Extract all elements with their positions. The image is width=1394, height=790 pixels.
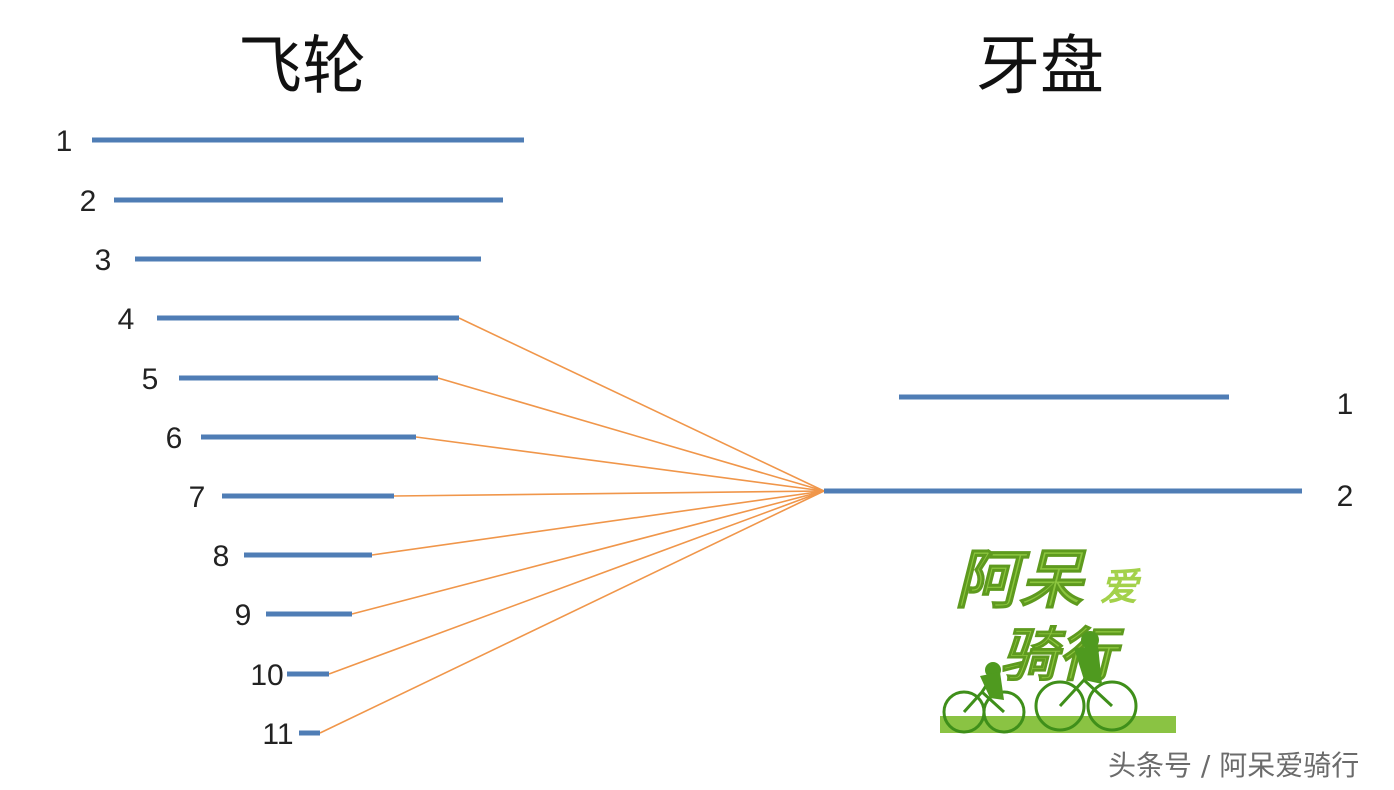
- logo-text-line2: 骑行: [1000, 621, 1125, 689]
- chain-line-10: [328, 490, 825, 675]
- watermark-text: 头条号 / 阿呆爱骑行: [1108, 749, 1359, 782]
- chain-line-11: [319, 490, 825, 734]
- cassette-cog-label-11: 11: [262, 718, 293, 751]
- cassette-cog-label-5: 5: [142, 363, 159, 396]
- cassette-cog-label-4: 4: [118, 303, 135, 336]
- cassette-cog-label-3: 3: [95, 244, 112, 277]
- chain-line-8: [371, 490, 825, 556]
- cassette-cog-label-6: 6: [166, 422, 183, 455]
- cassette-cog-label-9: 9: [235, 599, 252, 632]
- chainring-label-2: 2: [1337, 480, 1354, 513]
- logo-text-accent: 爱: [1100, 564, 1142, 609]
- chainring-label-1: 1: [1337, 388, 1354, 421]
- rider-silhouette-icon: [980, 631, 1102, 700]
- chain-line-4: [458, 317, 825, 492]
- logo: 阿呆 爱 骑行: [940, 543, 1176, 734]
- cassette-cog-label-2: 2: [80, 185, 97, 218]
- logo-text-line1: 阿呆: [955, 543, 1087, 618]
- cassette-cog-label-10: 10: [250, 659, 283, 692]
- chain-line-7: [393, 490, 825, 497]
- chain-line-6: [415, 436, 825, 492]
- chainring-gears: 12: [824, 388, 1353, 513]
- cassette-cog-label-1: 1: [56, 125, 73, 158]
- cassette-cog-label-7: 7: [189, 481, 206, 514]
- cassette-cog-label-8: 8: [213, 540, 230, 573]
- chain-line-9: [351, 490, 825, 615]
- chainring-title: 牙盘: [976, 30, 1104, 104]
- cassette-title: 飞轮: [238, 30, 366, 104]
- chain-line-5: [437, 377, 825, 492]
- chain-lines: [319, 317, 825, 734]
